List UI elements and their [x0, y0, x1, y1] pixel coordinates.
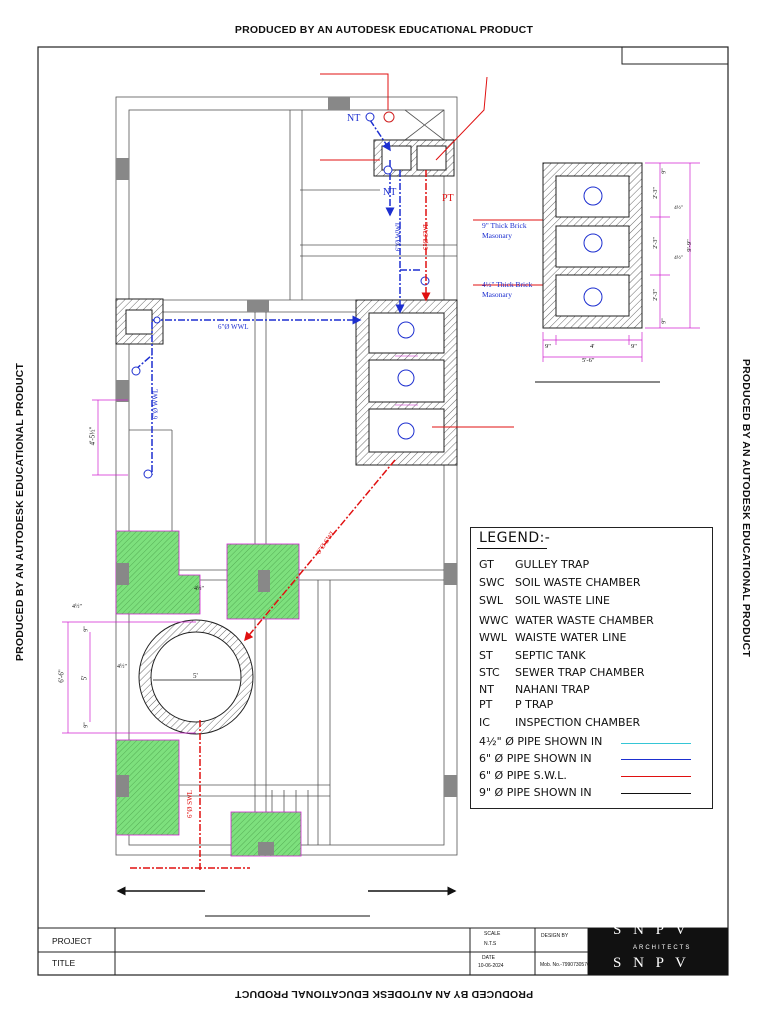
legend-title-underline — [477, 548, 547, 549]
legend-pipe-swatch — [621, 793, 691, 794]
dim-tank-diameter: 5' — [193, 672, 198, 680]
detail-dim-mid1: 4½" — [674, 205, 684, 211]
legend-pipe: 6" Ø PIPE SHOWN IN — [479, 752, 592, 765]
detail-dim-bot: 9" — [661, 318, 668, 324]
swl-pipes — [130, 170, 431, 870]
scale-value: N.T.S — [484, 941, 497, 947]
circular-tank — [138, 619, 254, 735]
dim-4half-a: 4½" — [72, 604, 82, 610]
dim-left-upper: 4'-5½" — [88, 426, 97, 446]
sheet-corner-box — [621, 46, 729, 65]
section-marks — [116, 381, 660, 917]
legend-pipe: 4½" Ø PIPE SHOWN IN — [479, 735, 603, 748]
detail-dim-h1: 2'-3" — [652, 187, 659, 199]
detail-dim-h2: 2'-3" — [652, 237, 659, 249]
wwl-traps — [131, 111, 430, 479]
dim-4half-c: 4½" — [117, 664, 127, 670]
label-pt: PT — [442, 193, 454, 204]
detail-dim-right: 9" — [631, 343, 637, 350]
detail-dim-mid2: 4½" — [674, 255, 684, 261]
septic-tank — [355, 299, 458, 466]
label-brick-9-b: Masonary — [482, 231, 512, 240]
dim-9-a: 9" — [83, 626, 90, 632]
inspection-chamber-left — [115, 298, 164, 345]
date-label: DATE — [482, 955, 495, 961]
scale-label: SCALE — [484, 931, 501, 937]
label-swl-lower: 6"Ø SWL — [185, 790, 194, 818]
dim-4half-b: 4½" — [194, 586, 204, 592]
watermark-top: PRODUCED BY AN AUTODESK EDUCATIONAL PROD… — [234, 24, 534, 36]
legend-pipe-swatch — [621, 759, 691, 760]
dim-tank-inner: 5' — [80, 675, 89, 681]
label-brick-4half-b: Masonary — [482, 290, 512, 299]
legend-pipe-swatch — [621, 743, 691, 744]
design-label: DESIGN BY — [541, 933, 569, 939]
dim-9-b: 9" — [83, 722, 90, 728]
leader-lines — [320, 73, 556, 428]
label-swl-vertical: 6"Ø SWL — [421, 222, 430, 250]
project-label: PROJECT — [52, 936, 92, 946]
septic-detail — [542, 162, 643, 329]
legend-title: LEGEND:- — [479, 530, 551, 546]
firm-subtitle: ARCHITECTS — [633, 945, 692, 951]
firm-name-top: S N P V — [613, 922, 690, 938]
legend-pipe: 6" Ø PIPE S.W.L. — [479, 769, 567, 782]
firm-logo-box — [588, 928, 728, 975]
detail-dim-total: 5'-6" — [582, 357, 595, 364]
legend-pipe: 9" Ø PIPE SHOWN IN — [479, 786, 592, 799]
dim-tank-outer: 6'-6" — [57, 669, 66, 683]
label-nt-1: NT — [347, 113, 361, 124]
detail-dim-h3: 2'-3" — [652, 289, 659, 301]
label-wwl-horizontal: 6"Ø WWL — [218, 323, 249, 331]
firm-name-bottom: S N P V — [613, 955, 690, 971]
label-brick-9: 9" Thick Brick — [482, 221, 527, 230]
detail-dim-left: 9" — [545, 343, 551, 350]
detail-dim-top: 9" — [661, 168, 668, 174]
title-label: TITLE — [52, 958, 76, 968]
detail-dim-mid: 4' — [590, 343, 595, 350]
label-brick-4half: 4½" Thick Brick — [482, 280, 533, 289]
detail-dim-total-h: 9'-9" — [685, 239, 693, 252]
label-wwl-left: 6"Ø WWL — [151, 388, 160, 420]
date-value: 10-06-2024 — [478, 963, 504, 969]
legend-pipe-swatch — [621, 776, 691, 777]
dimension-lines — [62, 399, 196, 734]
label-wwl-vertical: 6"Ø WWL — [394, 220, 403, 252]
detail-dimensions — [542, 162, 700, 362]
mobile-number: Mob. No.-7990730570 — [540, 962, 590, 968]
label-nt-2: NT — [383, 187, 397, 198]
sheet-border — [37, 46, 729, 976]
